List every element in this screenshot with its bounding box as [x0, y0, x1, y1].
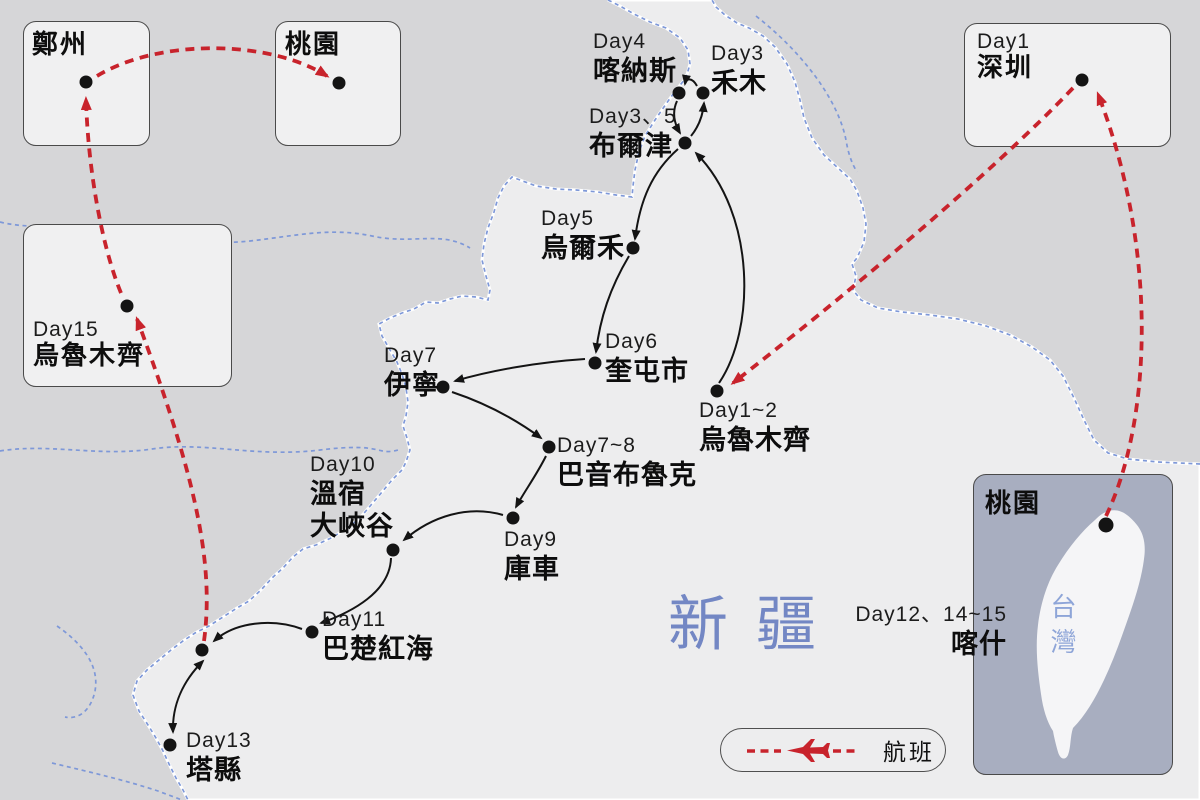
inset-city-label: 桃園 — [285, 29, 342, 59]
region-label: 新疆 — [668, 591, 844, 658]
stop-day-label: Day7 — [384, 344, 438, 367]
taiwan-island-label: 台灣 — [1047, 593, 1077, 663]
stop-city-label: 伊寧 — [384, 369, 440, 400]
stop-day-label: Day11 — [322, 608, 387, 631]
stop-day-label: Day7~8 — [557, 434, 636, 457]
stop-city-label: 大峽谷 — [310, 510, 394, 541]
inset-city-label: 深圳 — [977, 52, 1034, 83]
inset-taoyuan-north: 桃園 — [275, 21, 401, 146]
stop-day-label: Day9 — [504, 528, 558, 551]
inset-zhengzhou: 鄭州 — [23, 21, 150, 146]
stop-city-label: 喀什 — [951, 628, 1007, 659]
stop-dot-urumqi-day1 — [710, 384, 724, 398]
stop-dot-burqin — [678, 136, 692, 150]
stop-day-label: Day12、14~15 — [855, 603, 1007, 626]
stop-city-label: 巴音布魯克 — [557, 459, 697, 490]
stop-day-label: Day4 — [593, 30, 647, 53]
route-hemu-kanas — [682, 74, 698, 87]
route-yining-bayinbuluke — [451, 391, 543, 440]
stop-day-label: Day6 — [605, 330, 659, 353]
stop-city-label: 烏魯木齊 — [699, 424, 811, 455]
border-line — [755, 15, 858, 173]
route-bayinbuluke-kuche — [515, 455, 547, 509]
stop-day-label: Day5 — [541, 207, 595, 230]
stop-city-label: 喀納斯 — [593, 55, 677, 86]
inset-day-label: Day1 — [977, 30, 1031, 53]
border-line — [0, 445, 399, 454]
stop-city-label: 庫車 — [504, 553, 560, 584]
stop-day-label: Day3 — [711, 42, 765, 65]
stop-dot-hemu — [696, 86, 710, 100]
stop-day-label: Day1~2 — [699, 399, 778, 422]
flight-legend-symbol — [747, 739, 857, 762]
border-line — [51, 762, 183, 800]
route-kuitun-yining — [453, 358, 586, 383]
route-kashgar-taxian — [168, 659, 205, 734]
stop-city-label: 布爾津 — [589, 130, 673, 161]
flight-path-taoyuan-shenzhen — [1096, 91, 1144, 517]
stop-city-label: 巴楚紅海 — [322, 633, 434, 664]
stop-city-label: 烏爾禾 — [541, 232, 625, 263]
stop-dot-kuitun — [588, 356, 602, 370]
stop-dot-taxian — [163, 738, 177, 752]
stop-day-label: Day3、5 — [589, 105, 677, 128]
stop-dot-kanas — [672, 86, 686, 100]
stop-city-label: 塔縣 — [186, 754, 242, 785]
stop-dot-kashgar — [195, 643, 209, 657]
taiwan-island-shape — [1036, 510, 1145, 759]
legend: 航班 — [720, 728, 946, 772]
stop-dot-bayinbuluke — [542, 440, 556, 454]
legend-flight-label: 航班 — [883, 739, 935, 765]
route-kuche-wensu — [402, 510, 504, 542]
stop-city-label: 溫宿 — [310, 478, 366, 509]
stop-day-label: Day10 — [310, 453, 376, 476]
inset-city-label: 桃園 — [985, 488, 1042, 518]
inset-city-label: 鄭州 — [32, 29, 89, 59]
route-bachu-kashgar — [212, 622, 303, 643]
stop-city-label: 奎屯市 — [605, 355, 689, 386]
stop-dot-kuche — [506, 511, 520, 525]
route-urumqi-burqin — [694, 151, 746, 384]
route-burqin-hemu — [690, 101, 708, 137]
inset-city-label: 烏魯木齊 — [33, 340, 146, 371]
stop-city-label: 禾木 — [711, 67, 767, 98]
stop-dot-wuerhe — [626, 241, 640, 255]
route-burqin-wuerhe — [631, 148, 679, 241]
inset-day-label: Day15 — [33, 318, 99, 341]
stop-dot-bachu — [305, 625, 319, 639]
border-line — [56, 625, 97, 719]
stop-day-label: Day13 — [186, 729, 252, 752]
inset-taoyuan-taiwan: 台灣 桃園 — [973, 474, 1173, 775]
stop-dot-wensu — [386, 543, 400, 557]
airplane-icon — [787, 739, 830, 762]
